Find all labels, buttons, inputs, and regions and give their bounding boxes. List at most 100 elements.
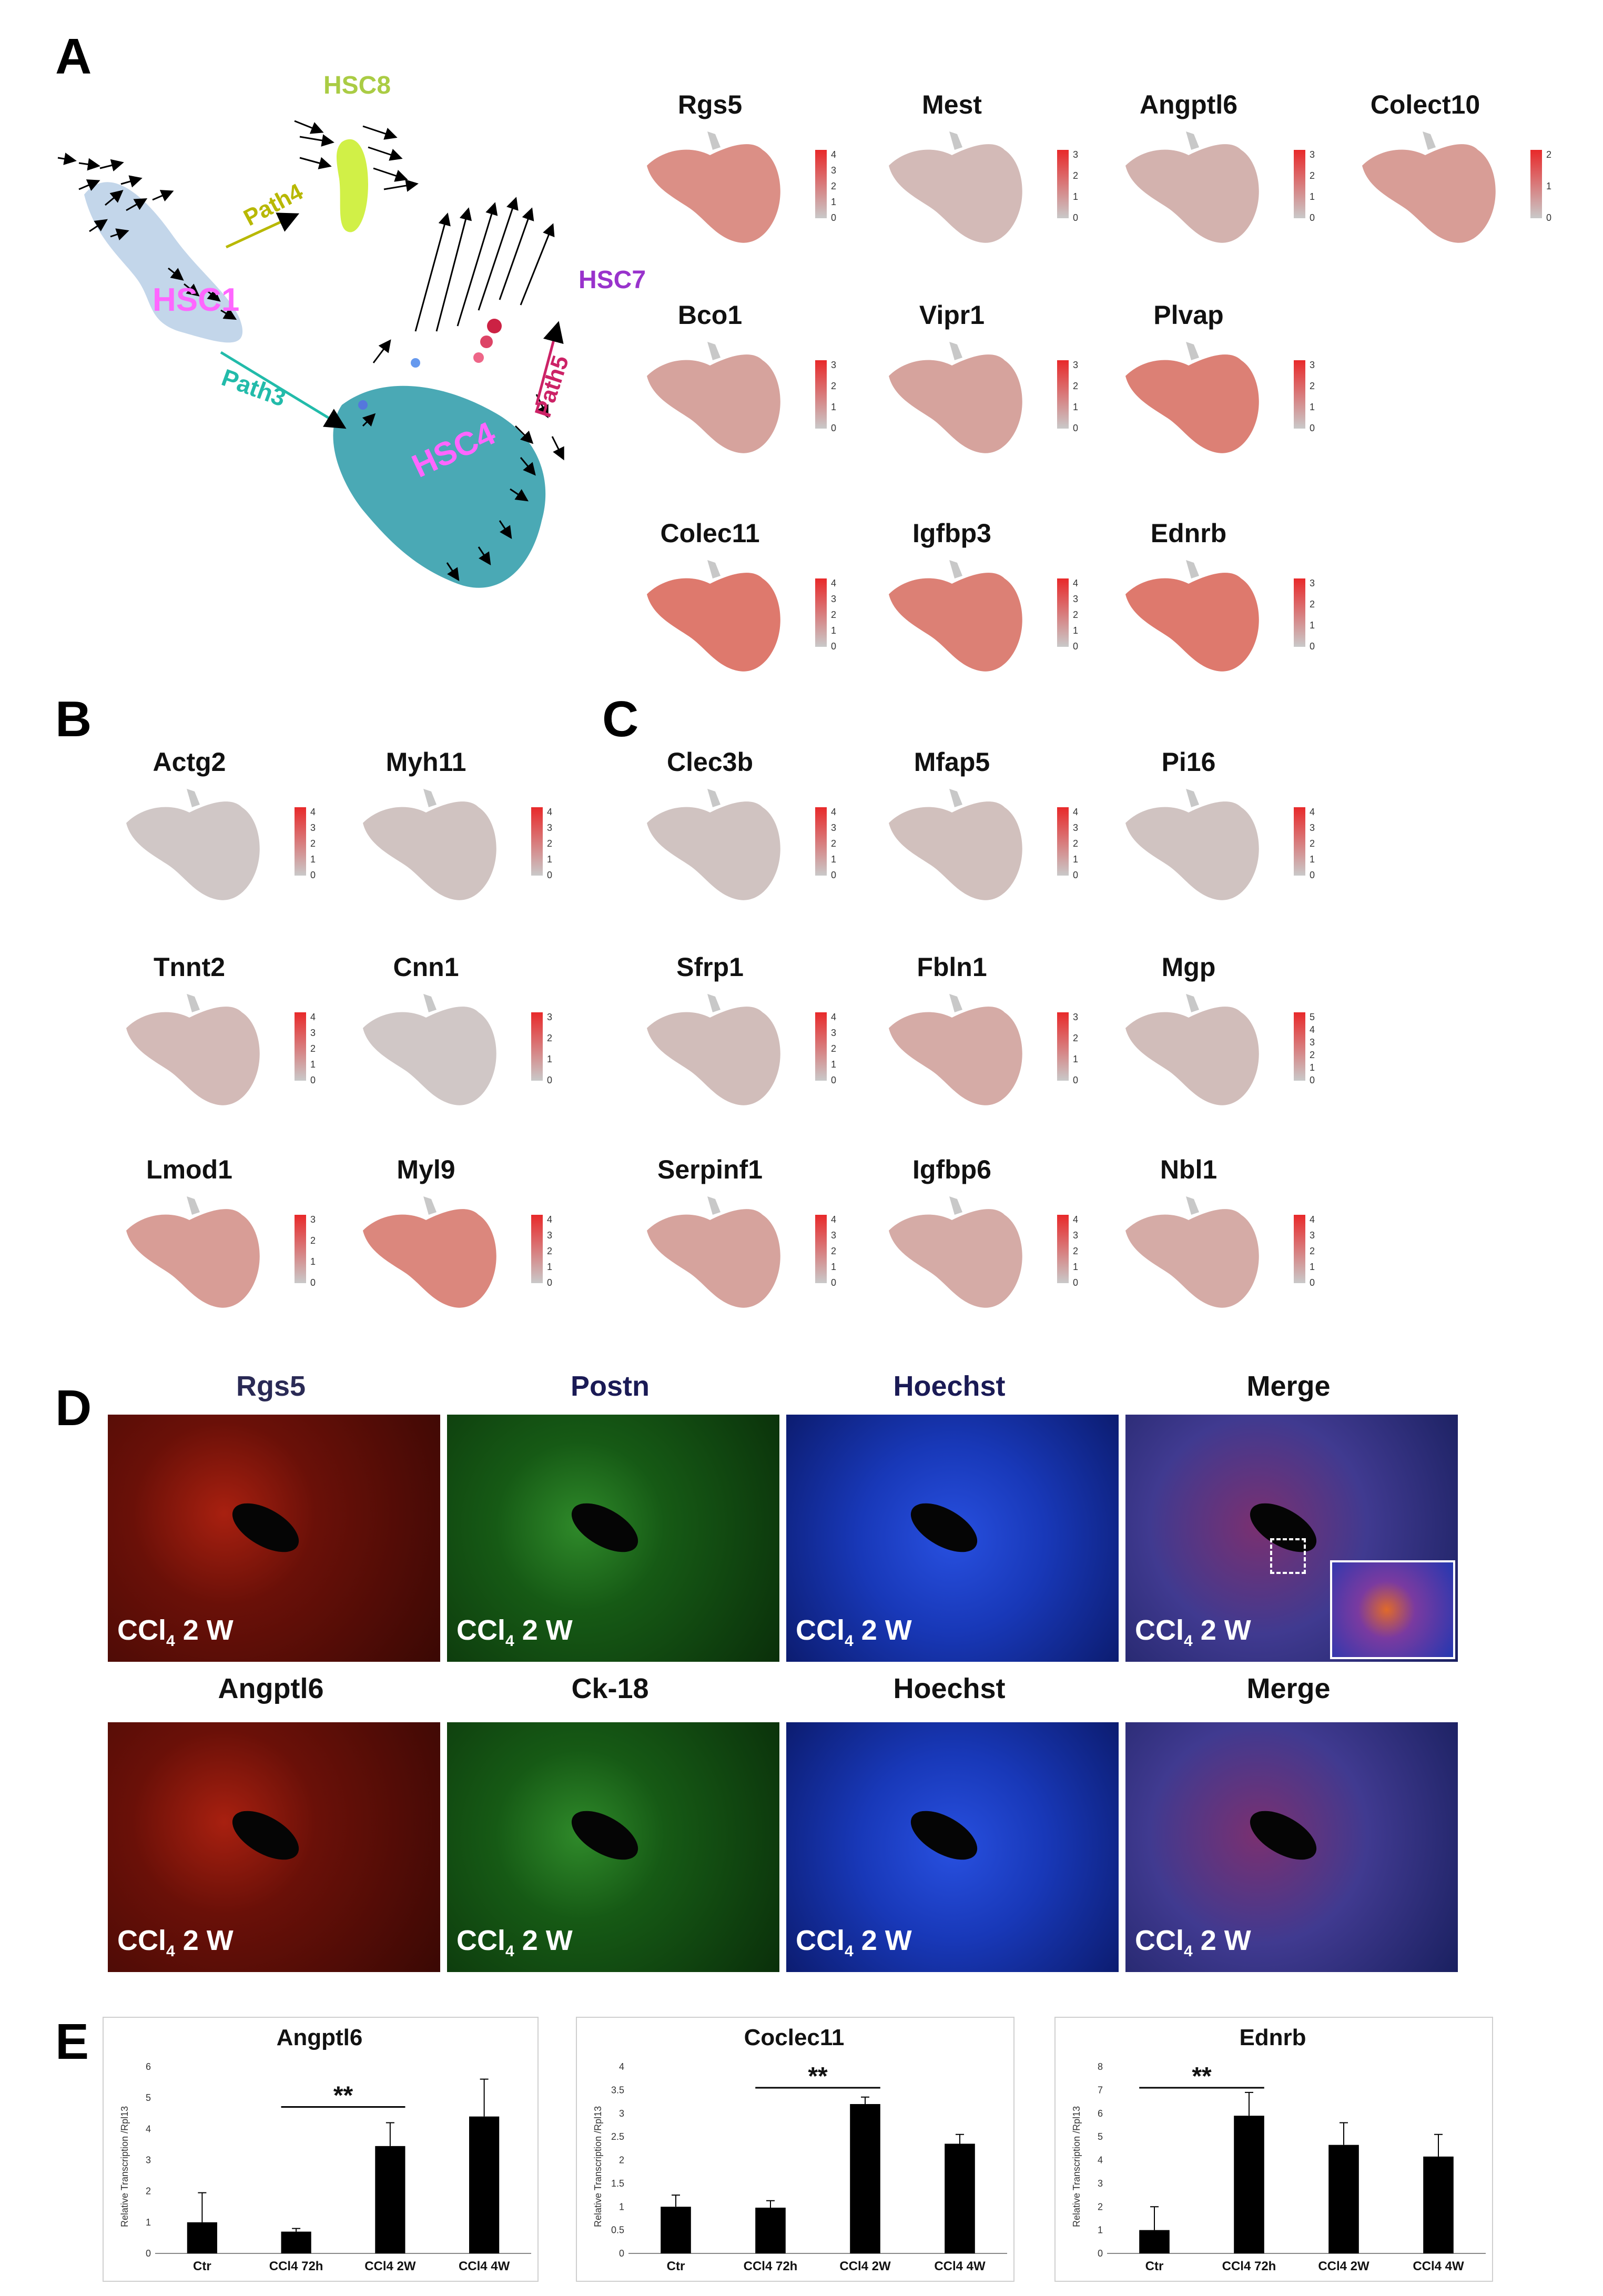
gene-label: Ednrb	[1150, 519, 1227, 548]
color-scale-bar	[1294, 150, 1305, 218]
caption-compound: CCl	[456, 1925, 505, 1957]
color-scale-tick: 3	[831, 594, 837, 604]
color-scale-bar	[1530, 150, 1542, 218]
umap-branch	[707, 994, 721, 1012]
y-axis-label: Relative Transcription /Rpl13	[593, 2106, 603, 2227]
color-scale-tick: 4	[547, 807, 553, 817]
error-bar	[1245, 2091, 1253, 2116]
error-bar	[672, 2195, 680, 2207]
color-scale-tick: 0	[1546, 212, 1552, 223]
umap-expression	[1362, 144, 1496, 243]
umap-feature-plot	[1120, 1194, 1273, 1317]
bar-chart-frame	[576, 2017, 1014, 2282]
x-tick-label: Ctr	[667, 2259, 685, 2273]
bar-chart-frame	[1054, 2017, 1493, 2282]
color-scale-tick: 4	[831, 149, 837, 160]
gene-label: Vipr1	[919, 300, 985, 330]
umap-branch	[707, 789, 721, 807]
caption-compound: CCl	[1135, 1925, 1184, 1957]
color-scale-tick: 4	[310, 1012, 316, 1022]
bar	[1328, 2145, 1359, 2253]
umap-feature-plot	[1120, 339, 1273, 463]
umap-expression	[889, 1209, 1022, 1308]
color-scale-tick: 0	[1073, 870, 1079, 880]
umap-expression	[647, 144, 780, 243]
umap-feature-plot	[1120, 786, 1273, 910]
bar	[1423, 2156, 1454, 2253]
umap-expression	[126, 1007, 260, 1105]
color-scale-tick: 3	[831, 1028, 837, 1038]
hsc4-cluster	[333, 385, 546, 588]
color-scale-bar	[815, 578, 827, 647]
y-tick-label: 0	[1098, 2248, 1103, 2259]
y-axis-label: Relative Transcription /Rpl13	[1071, 2106, 1082, 2227]
caption-time: 2 W	[175, 1614, 234, 1647]
color-scale-tick: 1	[1310, 191, 1315, 202]
color-scale-tick: 0	[547, 1075, 553, 1085]
y-tick-label: 3.5	[611, 2085, 624, 2095]
vessel-lumen	[1242, 1801, 1325, 1870]
gene-label: Myh11	[385, 747, 466, 777]
color-scale-tick: 0	[310, 1075, 316, 1085]
color-scale-tick: 1	[1546, 181, 1552, 191]
color-scale-tick: 3	[1073, 149, 1079, 160]
umap-expression	[126, 1209, 260, 1308]
umap-feature-plot	[884, 991, 1036, 1115]
umap-cells	[647, 801, 780, 900]
umap-branch	[949, 560, 962, 578]
color-scale-tick: 0	[831, 212, 837, 223]
umap-expression	[889, 354, 1022, 453]
condition-caption: CCl4 2 W	[117, 1614, 234, 1650]
umap-expression	[647, 1007, 780, 1105]
color-scale-bar	[295, 1012, 306, 1081]
color-scale-tick: 2	[1310, 381, 1315, 391]
path3-arrow	[220, 351, 347, 429]
umap-expression	[1125, 144, 1259, 243]
velocity-trajectory-plot	[57, 120, 564, 588]
umap-branch	[423, 1196, 437, 1215]
path5-arrow	[535, 321, 564, 405]
y-tick-label: 4	[146, 2124, 151, 2134]
y-tick-label: 8	[1098, 2061, 1103, 2072]
umap-cells	[126, 801, 260, 900]
gene-label: Fbln1	[917, 952, 987, 982]
umap-expression	[889, 801, 1022, 900]
color-scale-tick: 0	[1310, 212, 1315, 223]
color-scale-tick: 3	[1310, 149, 1315, 160]
vessel-lumen	[563, 1801, 646, 1870]
color-scale-tick: 4	[1310, 1214, 1315, 1225]
color-scale-tick: 3	[547, 822, 553, 833]
zoom-region-box	[1270, 1538, 1306, 1574]
color-scale-tick: 2	[831, 1043, 837, 1054]
gene-label: Colec11	[660, 519, 760, 548]
y-tick-label: 1	[619, 2201, 624, 2212]
color-scale-tick: 2	[1310, 170, 1315, 181]
umap-expression	[647, 354, 780, 453]
hsc8-cluster	[337, 139, 368, 232]
color-scale-tick: 3	[1073, 822, 1079, 833]
micrograph-red: CCl4 2 W	[108, 1415, 440, 1662]
y-tick-label: 4	[619, 2061, 624, 2072]
error-bar	[1340, 2122, 1348, 2145]
umap-feature-plot	[884, 786, 1036, 910]
color-scale-tick: 2	[831, 1246, 837, 1256]
color-scale-bar	[815, 807, 827, 876]
color-scale-tick: 0	[1310, 1277, 1315, 1288]
error-bar	[480, 2078, 489, 2117]
chart-title: Ednrb	[1239, 2025, 1306, 2050]
panel-letter-c: C	[602, 691, 639, 747]
color-scale-tick: 3	[1310, 1230, 1315, 1241]
vessel-lumen	[224, 1801, 307, 1870]
color-scale-tick: 1	[1310, 854, 1315, 865]
caption-time: 2 W	[175, 1925, 234, 1957]
caption-subscript: 4	[1184, 1943, 1193, 1960]
umap-expression	[1125, 573, 1259, 672]
stain-title: Merge	[1246, 1673, 1331, 1704]
color-scale-bar	[1057, 150, 1069, 218]
color-scale-tick: 0	[1073, 1075, 1079, 1085]
umap-expression	[363, 801, 496, 900]
caption-subscript: 4	[505, 1632, 514, 1650]
caption-time: 2 W	[514, 1925, 573, 1957]
micrograph-green: CCl4 2 W	[447, 1722, 779, 1972]
umap-feature-plot	[642, 557, 794, 681]
